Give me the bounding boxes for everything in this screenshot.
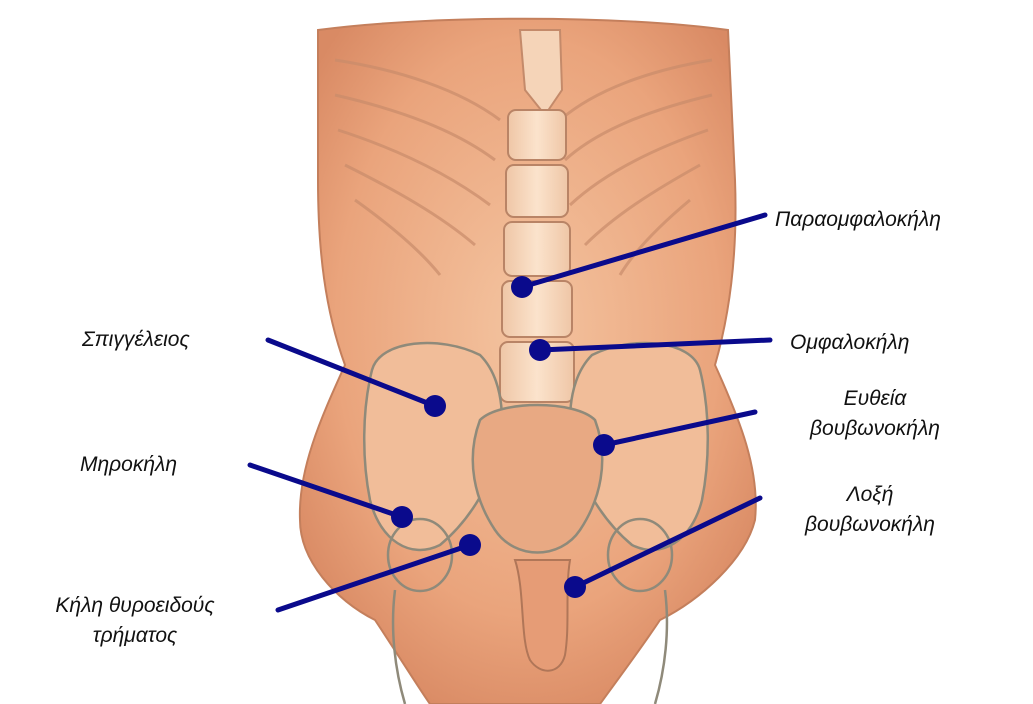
label-omphalocele: Ομφαλοκήλη [790,328,909,358]
marker-direct-inguinal [593,434,615,456]
label-direct-inguinal-line2: βουβωνοκήλη [775,414,975,444]
label-spigelian: Σπιγγέλειος [82,325,190,355]
label-indirect-inguinal: Λοξή βουβωνοκήλη [770,480,970,540]
label-paraomphalocele: Παραομφαλοκήλη [775,205,941,235]
marker-indirect-inguinal [564,576,586,598]
label-obturator-line2: τρήματος [0,621,270,651]
label-obturator: Κήλη θυροειδούς τρήματος [0,591,270,651]
marker-obturator [459,534,481,556]
label-indirect-inguinal-line1: Λοξή [770,480,970,510]
marker-femoral [391,506,413,528]
marker-omphalocele [529,339,551,361]
label-femoral: Μηροκήλη [80,450,177,480]
label-obturator-line1: Κήλη θυροειδούς [0,591,270,621]
label-direct-inguinal-line1: Ευθεία [775,384,975,414]
marker-paraomphalocele [511,276,533,298]
marker-spigelian [424,395,446,417]
label-direct-inguinal: Ευθεία βουβωνοκήλη [775,384,975,444]
label-indirect-inguinal-line2: βουβωνοκήλη [770,510,970,540]
